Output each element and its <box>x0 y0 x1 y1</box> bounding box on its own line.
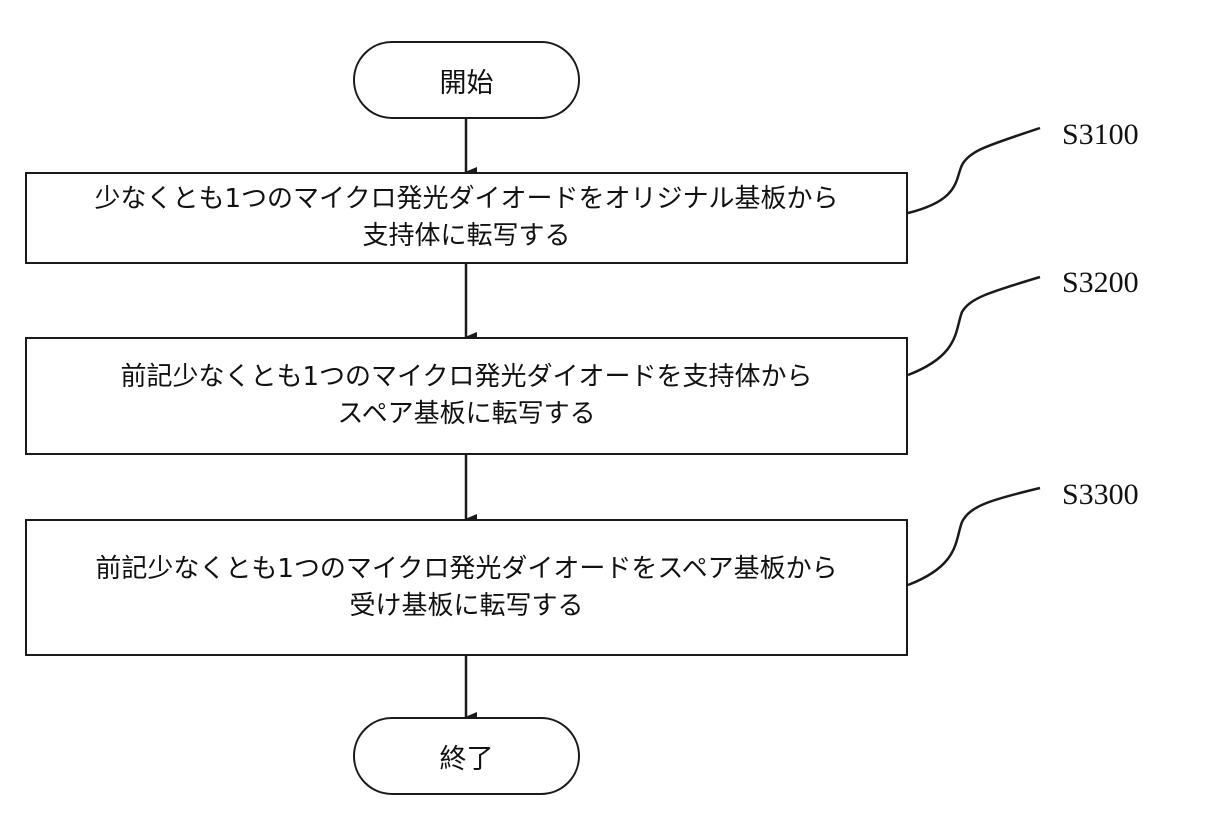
step-s3100-line-2: 支持体に転写する <box>94 218 838 255</box>
step-s3200-box: 前記少なくとも1つのマイクロ発光ダイオードを支持体から スペア基板に転写する <box>25 337 908 455</box>
step-label-s3100: S3100 <box>1062 118 1139 152</box>
end-terminal: 終了 <box>353 717 580 795</box>
start-terminal: 開始 <box>353 41 580 119</box>
step-s3100-line-1: 少なくとも1つのマイクロ発光ダイオードをオリジナル基板から <box>94 181 838 218</box>
step-s3300-box: 前記少なくとも1つのマイクロ発光ダイオードをスペア基板から 受け基板に転写する <box>25 519 908 656</box>
step-label-s3200: S3200 <box>1062 266 1139 300</box>
step-s3200-line-2: スペア基板に転写する <box>120 396 812 433</box>
leader-line-s3300 <box>908 488 1040 585</box>
end-label: 終了 <box>440 737 494 776</box>
step-s3200-line-1: 前記少なくとも1つのマイクロ発光ダイオードを支持体から <box>120 359 812 396</box>
step-s3100-box: 少なくとも1つのマイクロ発光ダイオードをオリジナル基板から 支持体に転写する <box>25 172 908 264</box>
step-label-s3300: S3300 <box>1062 478 1139 512</box>
leader-line-s3100 <box>908 128 1040 213</box>
step-s3300-line-1: 前記少なくとも1つのマイクロ発光ダイオードをスペア基板から <box>95 551 837 588</box>
leader-line-s3200 <box>908 277 1040 375</box>
start-label: 開始 <box>440 61 494 100</box>
step-s3300-line-2: 受け基板に転写する <box>95 588 837 625</box>
